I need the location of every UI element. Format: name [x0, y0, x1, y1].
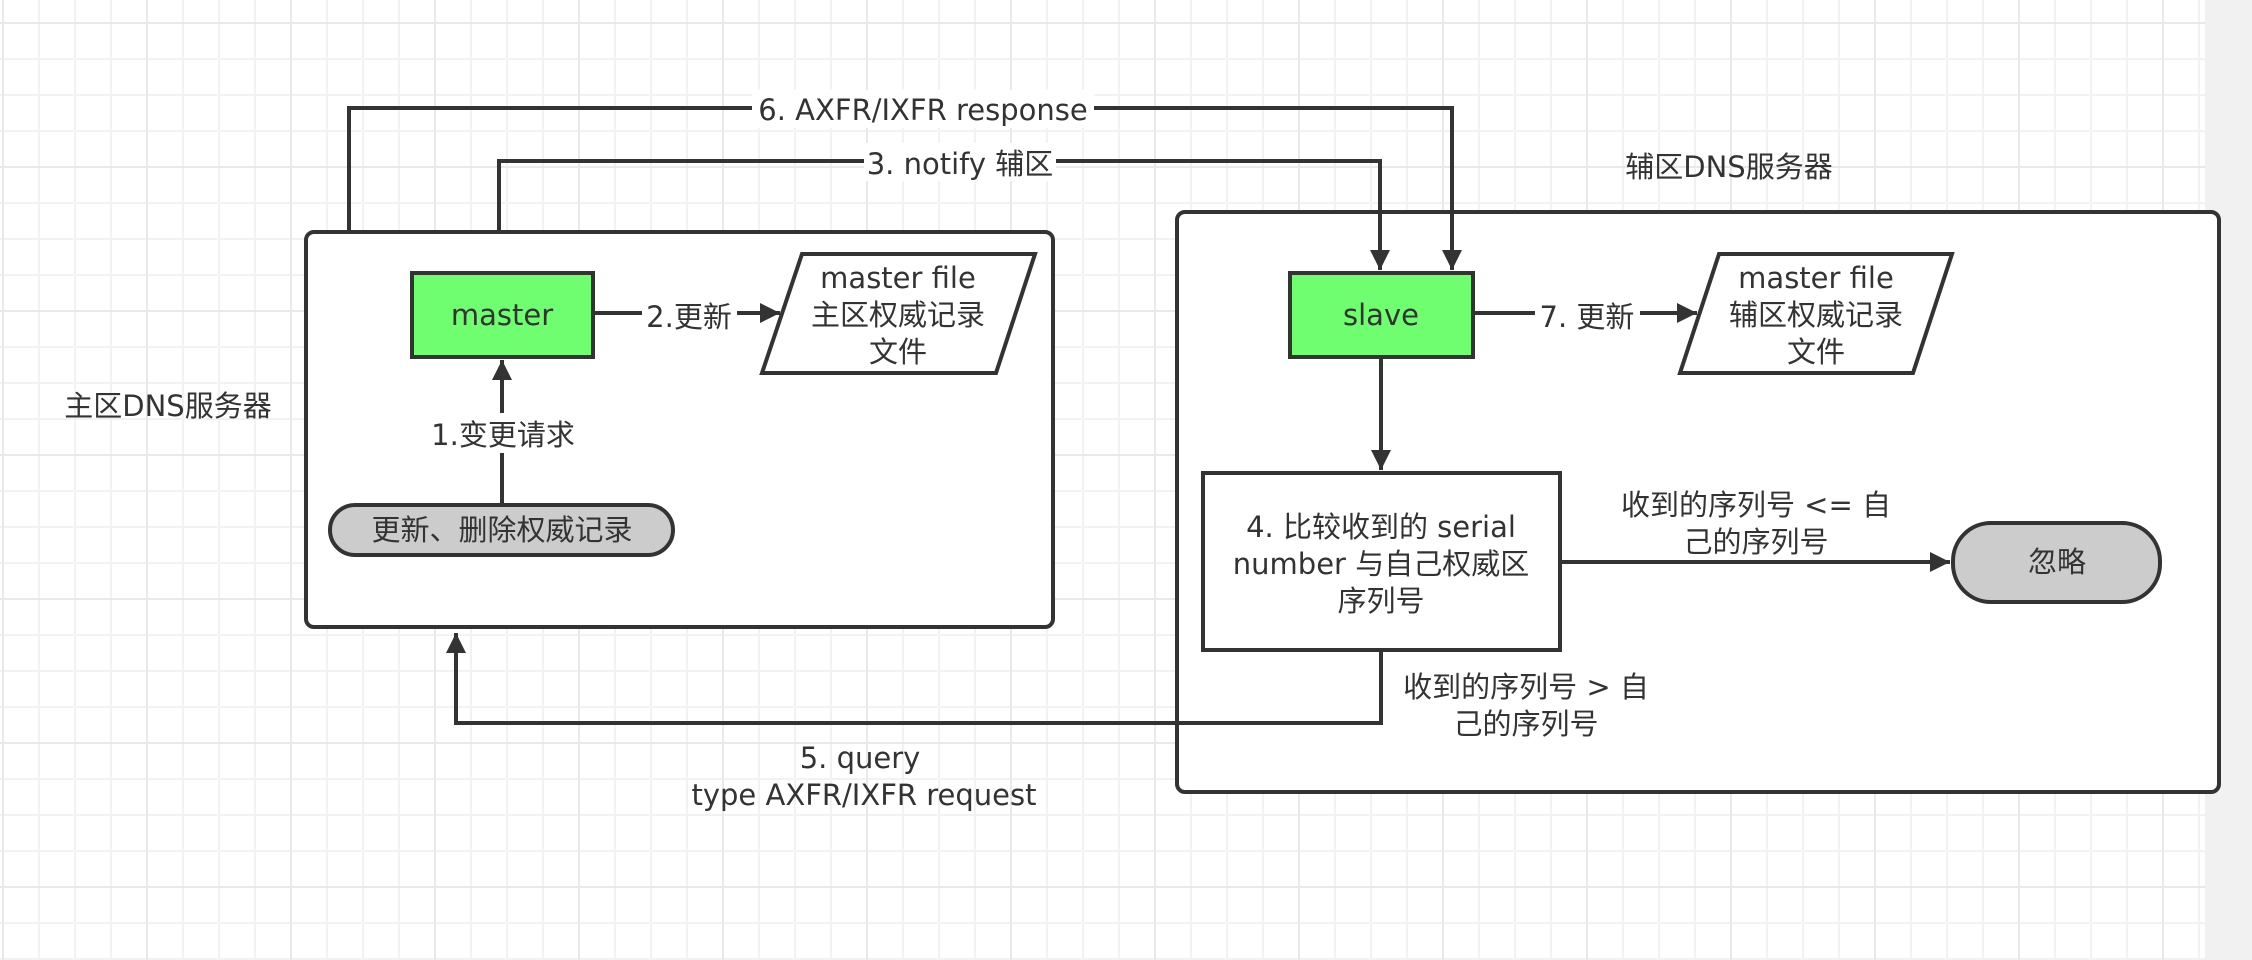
- edge-serial-le-label-line2: 己的序列号: [1683, 525, 1828, 559]
- secondary-master-file-line2: 辅区权威记录: [1729, 298, 1903, 332]
- master-node-label: master: [451, 298, 553, 332]
- edge-serial-gt-label-line2: 己的序列号: [1453, 707, 1598, 741]
- compare-serial-line3: 序列号: [1337, 584, 1424, 618]
- compare-serial-node[interactable]: [1201, 471, 1562, 652]
- edge-query-label-line1: 5. query: [800, 741, 921, 775]
- secondary-server-label: 辅区DNS服务器: [1625, 150, 1832, 184]
- primary-master-file-line2: 主区权威记录: [811, 298, 985, 332]
- edge-notify-label-bg: [864, 143, 1056, 181]
- edge-serial-le-label-line1: 收到的序列号 <= 自: [1621, 488, 1891, 522]
- edge-response-label: 6. AXFR/IXFR response: [758, 93, 1087, 127]
- primary-master-file-node[interactable]: [759, 252, 1038, 375]
- ignore-node-label: 忽略: [2028, 545, 2086, 579]
- edge-update-primary-file-label: 2.更新: [646, 300, 732, 334]
- edge-serial-gt-label-line1: 收到的序列号 > 自: [1403, 670, 1649, 704]
- secondary-master-file-line1: master file: [1738, 261, 1894, 295]
- edge-query[interactable]: [446, 633, 1383, 725]
- edge-update-primary-file-label-bg: [642, 295, 737, 333]
- primary-server-label: 主区DNS服务器: [64, 389, 271, 423]
- ignore-node[interactable]: [1951, 521, 2162, 604]
- edge-change-request-label: 1.变更请求: [431, 418, 575, 452]
- compare-serial-line2: number 与自己权威区: [1233, 547, 1529, 581]
- primary-master-file-line3: 文件: [869, 335, 927, 369]
- secondary-master-file-line3: 文件: [1787, 335, 1845, 369]
- compare-serial-line1: 4. 比较收到的 serial: [1246, 510, 1516, 544]
- edge-response-label-bg: [752, 90, 1094, 128]
- slave-node-label: slave: [1343, 298, 1419, 332]
- edge-change-request-label-bg: [428, 413, 578, 453]
- edge-query-label-line2: type AXFR/IXFR request: [691, 778, 1036, 812]
- primary-master-file-line1: master file: [820, 261, 976, 295]
- edge-update-secondary-file-label-bg: [1535, 295, 1640, 333]
- edge-notify-label: 3. notify 辅区: [867, 147, 1054, 181]
- edge-update-secondary-file-label: 7. 更新: [1540, 300, 1635, 334]
- master-node[interactable]: [410, 271, 595, 359]
- secondary-master-file-node[interactable]: [1677, 252, 1955, 375]
- update-request-node-label: 更新、删除权威记录: [371, 513, 632, 547]
